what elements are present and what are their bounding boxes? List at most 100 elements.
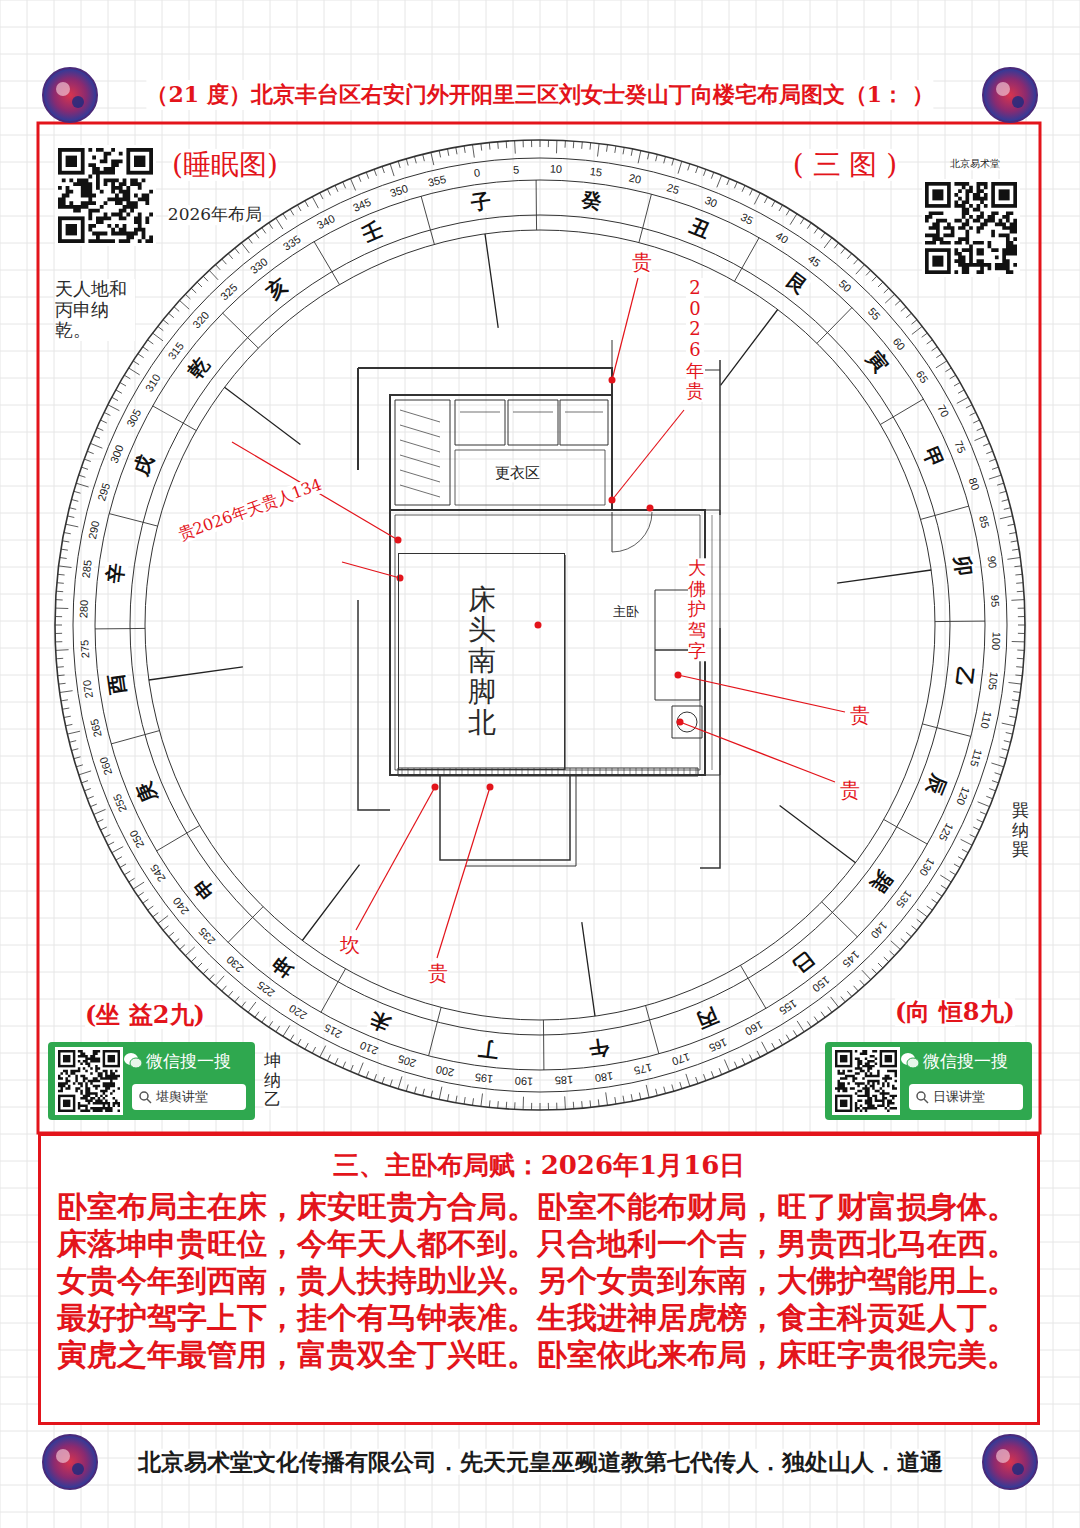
qr-finder <box>999 189 1010 200</box>
medallion-dot <box>56 82 70 96</box>
card-heading: 微信搜一搜 <box>146 1050 231 1073</box>
degree-number: 215 <box>322 1021 344 1041</box>
plan-wall <box>465 776 576 866</box>
degree-number: 85 <box>977 515 992 530</box>
red-dot <box>609 497 616 504</box>
plan-wall <box>705 370 720 371</box>
plan-wall <box>358 368 612 395</box>
degree-number: 105 <box>985 671 1000 691</box>
poem-heading: 三、主卧布局赋：2026年1月16日 <box>41 1148 1037 1182</box>
degree-number: 210 <box>358 1038 380 1057</box>
qr-finder <box>925 182 951 208</box>
qr-finder <box>66 156 77 167</box>
qr-finder <box>58 216 85 243</box>
plan-wall <box>612 340 613 368</box>
compass-ring <box>55 140 1025 1110</box>
red-dot <box>535 622 542 629</box>
handwritten-mark: 贵 <box>632 251 652 274</box>
mountain-name: 庚 <box>132 778 161 805</box>
degree-number: 40 <box>773 230 790 247</box>
bubble <box>907 1058 919 1068</box>
search-icon <box>915 1090 929 1104</box>
mountain-name: 辛 <box>104 562 129 585</box>
poem-box: 三、主卧布局赋：2026年1月16日卧室布局主在床，床安旺贵方合局。卧室不能布财… <box>38 1133 1040 1425</box>
footer: 北京易术堂文化传播有限公司．先天元皇巫觋道教第七代传人．独处山人．道通 <box>138 1449 943 1475</box>
qr-modules <box>925 182 1017 274</box>
degree-number: 25 <box>666 181 681 197</box>
qr-finder <box>58 148 85 175</box>
plan-wall <box>712 515 713 770</box>
degree-number: 300 <box>108 443 127 465</box>
card-heading: 微信搜一搜 <box>923 1050 1008 1073</box>
plan-wall <box>400 410 440 497</box>
medallion-dot <box>72 96 84 108</box>
wechat-icon <box>123 1052 143 1070</box>
qr-finder <box>58 1050 75 1067</box>
degree-number: 10 <box>550 163 563 176</box>
bed-note: 床头南脚北 <box>468 585 496 739</box>
degree-number: 255 <box>111 792 130 814</box>
degree-number: 125 <box>936 821 956 843</box>
ring-circle <box>73 158 1007 1092</box>
handwritten-note: 坤纳乙 <box>264 1051 281 1110</box>
red-dot <box>609 377 616 384</box>
qr-finder <box>108 1055 115 1062</box>
qr-finder <box>105 1052 117 1064</box>
mountain-name: 子 <box>469 189 492 215</box>
leader-line <box>680 722 835 782</box>
degree-number: 50 <box>836 277 854 295</box>
wechat-search-card: 微信搜一搜日课讲堂 <box>825 1042 1032 1120</box>
qr-finder <box>103 1050 120 1067</box>
qr-finder <box>932 189 943 200</box>
degree-number: 35 <box>739 210 756 227</box>
degree-number: 185 <box>554 1074 573 1088</box>
plan-wall <box>390 395 612 510</box>
degree-number: 160 <box>743 1018 765 1038</box>
qr-finder <box>837 1097 849 1109</box>
red-dot <box>487 784 494 791</box>
ring-circle <box>130 215 950 1035</box>
handwritten-mark: 坎 <box>340 934 360 957</box>
qr-finder <box>60 1097 72 1109</box>
qr-finder <box>66 224 77 235</box>
mountain-name: 未 <box>366 1006 393 1035</box>
qr-finder <box>837 1052 849 1064</box>
degree-number: 75 <box>952 439 968 455</box>
degree-number: 350 <box>388 182 409 200</box>
degree-number: 90 <box>984 555 998 569</box>
degree-number: 345 <box>351 196 373 215</box>
leader-line <box>612 410 684 500</box>
leader-line <box>437 787 490 958</box>
qr-finder <box>58 1095 75 1112</box>
qr-finder <box>882 1052 894 1064</box>
handwritten-note: 大佛护驾字 <box>688 558 706 661</box>
plan-wall <box>612 512 613 552</box>
room-name: 更衣区 <box>495 465 540 482</box>
ring-circle <box>55 140 1025 1110</box>
red-dot <box>677 719 684 726</box>
ring-circle <box>145 230 935 1020</box>
mountain-name: 乙 <box>951 666 976 689</box>
mountain-name: 酉 <box>104 673 130 696</box>
degree-number: 55 <box>865 305 883 323</box>
plan-wall <box>357 368 359 470</box>
medallion-dot <box>1012 1463 1024 1475</box>
handwritten-note: 2026年布局 <box>168 205 262 225</box>
mountain-name: 申 <box>188 873 218 903</box>
plan-wall <box>672 706 702 738</box>
leader-line <box>356 787 435 930</box>
mountain-name: 辰 <box>921 771 950 798</box>
qr-finder <box>840 1100 847 1107</box>
mountain-name: 癸 <box>581 189 604 214</box>
plan-wall <box>440 776 570 860</box>
handwritten-mark: 贵 <box>850 704 870 727</box>
degree-number: 180 <box>594 1069 614 1084</box>
qr-modules <box>835 1050 897 1112</box>
degree-number: 5 <box>513 163 520 176</box>
plan-wall <box>395 400 450 505</box>
handwritten-mark: 贵 <box>840 779 860 802</box>
qr-finder <box>929 186 947 204</box>
ring-circle <box>95 180 985 1070</box>
mountain-name: 壬 <box>359 217 386 246</box>
